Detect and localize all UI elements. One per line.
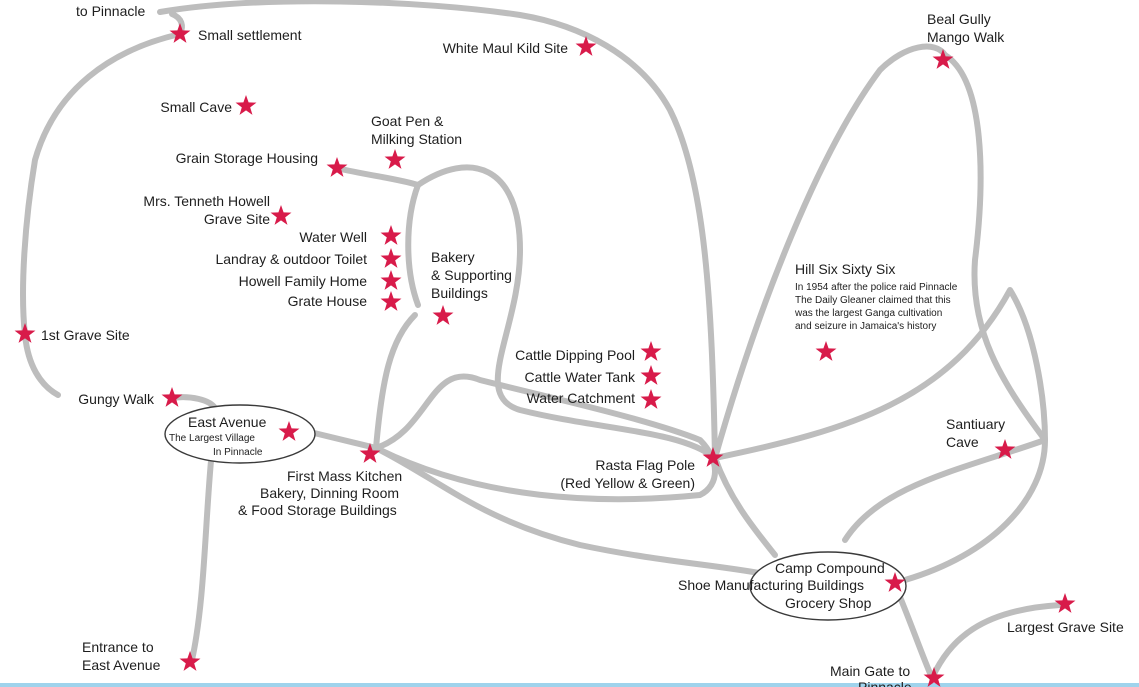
label-bakery-1: Bakery — [431, 249, 475, 265]
star-icon-goat-pen[interactable] — [384, 149, 406, 169]
site-labels: to Pinnacle Small settlement White Maul … — [41, 3, 1124, 687]
label-rasta-flag-2: (Red Yellow & Green) — [560, 475, 695, 491]
star-icon-largest-grave[interactable] — [1054, 593, 1076, 613]
label-cattle-water: Cattle Water Tank — [525, 369, 636, 385]
star-icon-small-settlement[interactable] — [169, 23, 191, 43]
star-icon-gungy-walk[interactable] — [161, 387, 183, 407]
label-landray: Landray & outdoor Toilet — [215, 251, 367, 267]
label-small-cave: Small Cave — [160, 99, 232, 115]
trail-kitchen-north — [373, 312, 418, 451]
trail-grain-to-goatpen — [334, 165, 421, 188]
label-gungy-walk: Gungy Walk — [78, 391, 155, 407]
label-bakery-3: Buildings — [431, 285, 488, 301]
trail-network — [20, 0, 1063, 681]
trail-entrance — [189, 447, 215, 663]
label-first-mass-1: First Mass Kitchen — [287, 468, 402, 484]
label-howell-home: Howell Family Home — [239, 273, 368, 289]
star-icon-water-well[interactable] — [380, 225, 402, 245]
label-to-pinnacle: to Pinnacle — [76, 3, 145, 19]
star-icon-bakery[interactable] — [432, 305, 454, 325]
star-icon-hill-six-sixty-six[interactable] — [815, 341, 837, 361]
label-small-settlement: Small settlement — [198, 27, 302, 43]
star-icon-beal-gully[interactable] — [932, 49, 954, 69]
star-icon-cattle-dipping[interactable] — [640, 341, 662, 361]
trail-flag-camp — [712, 455, 778, 558]
trail-goatpen-loop — [415, 164, 718, 461]
label-main-gate-2: Pinnacle — [858, 679, 912, 687]
trail-avenue-kitchen — [307, 429, 379, 451]
label-beal-gully-1: Beal Gully — [927, 11, 991, 27]
label-camp-3: Grocery Shop — [785, 595, 872, 611]
label-goat-pen-2: Milking Station — [371, 131, 462, 147]
trail-santiuary-camp — [842, 437, 1048, 543]
label-east-avenue-1: East Avenue — [188, 414, 267, 430]
star-icon-grain-storage[interactable] — [326, 157, 348, 177]
label-beal-gully-2: Mango Walk — [927, 29, 1005, 45]
star-icon-landray[interactable] — [380, 248, 402, 268]
camp-compound-oval — [749, 551, 907, 621]
trail-beal-gully — [902, 52, 1048, 583]
star-icon-howell-home[interactable] — [380, 270, 402, 290]
star-icon-grate-house[interactable] — [380, 291, 402, 311]
label-bakery-2: & Supporting — [431, 267, 512, 283]
bottom-accent-band — [0, 683, 1139, 687]
label-camp-2: Shoe Manufacturing Buildings — [678, 577, 864, 593]
label-rasta-flag-1: Rasta Flag Pole — [595, 457, 695, 473]
label-grate-house: Grate House — [288, 293, 368, 309]
label-hill-note-3: was the largest Ganga cultivation — [794, 308, 942, 319]
label-howell-grave-1: Mrs. Tenneth Howell — [143, 193, 270, 209]
label-first-mass-2: Bakery, Dinning Room — [260, 485, 399, 501]
trail-east-avenue — [169, 394, 218, 411]
label-goat-pen-1: Goat Pen & — [371, 113, 444, 129]
label-east-avenue-2: The Largest Village — [169, 433, 255, 444]
trail-hill-east — [712, 287, 1048, 461]
label-entrance-2: East Avenue — [82, 657, 161, 673]
label-howell-grave-2: Grave Site — [204, 211, 270, 227]
trail-flag-hill — [712, 43, 948, 461]
label-white-maul: White Maul Kild Site — [443, 40, 568, 56]
label-largest-grave: Largest Grave Site — [1007, 619, 1124, 635]
label-water-well: Water Well — [299, 229, 367, 245]
label-santiuary-2: Cave — [946, 434, 979, 450]
label-hill-note-2: The Daily Gleaner claimed that this — [795, 295, 951, 306]
label-cattle-dipping: Cattle Dipping Pool — [515, 347, 635, 363]
trail-kitchen-flag — [373, 373, 718, 503]
label-santiuary-1: Santiuary — [946, 416, 1005, 432]
label-grain-storage: Grain Storage Housing — [176, 150, 318, 166]
label-hill-title: Hill Six Sixty Six — [795, 261, 895, 277]
trail-bakery-inner — [405, 182, 421, 308]
label-hill-note-1: In 1954 after the police raid Pinnacle — [795, 282, 958, 293]
star-icon-entrance[interactable] — [179, 651, 201, 671]
label-first-mass-3: & Food Storage Buildings — [238, 502, 397, 518]
trail-west-loop — [20, 31, 183, 398]
star-icon-howell-grave[interactable] — [270, 205, 292, 225]
label-first-grave: 1st Grave Site — [41, 327, 130, 343]
label-water-catchment: Water Catchment — [527, 390, 636, 406]
star-icon-cattle-water[interactable] — [640, 365, 662, 385]
label-entrance-1: Entrance to — [82, 639, 154, 655]
label-east-avenue-3: In Pinnacle — [213, 447, 263, 458]
label-main-gate-1: Main Gate to — [830, 663, 910, 679]
trail-kitchen-camp — [373, 445, 773, 578]
trail-top-arc — [157, 0, 718, 461]
star-icon-water-catchment[interactable] — [640, 389, 662, 409]
star-icon-small-cave[interactable] — [235, 95, 257, 115]
label-camp-1: Camp Compound — [775, 560, 885, 576]
east-avenue-oval — [164, 404, 316, 464]
label-hill-note-4: and seizure in Jamaica's history — [795, 321, 936, 332]
trail-largest-grave — [929, 602, 1063, 681]
